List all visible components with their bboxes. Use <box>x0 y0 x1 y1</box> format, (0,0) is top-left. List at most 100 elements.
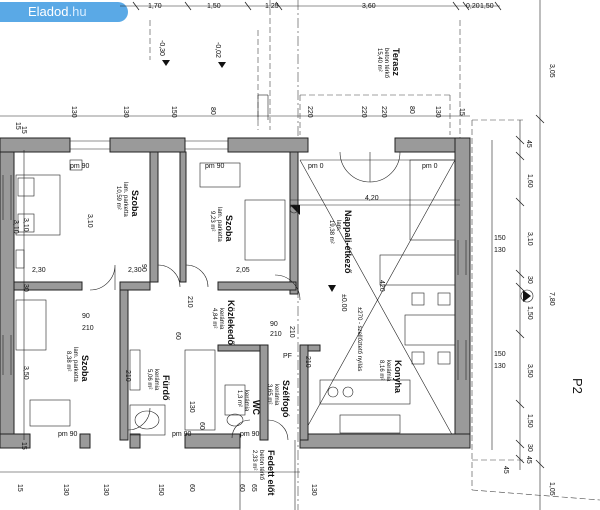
dim-tr2-3: 150 <box>170 106 177 118</box>
dim-tr2-5: 220 <box>306 106 313 118</box>
room-konyha: Konyha kerámia 8,16 m² <box>378 360 403 394</box>
room-nappali-material: lam. <box>335 220 341 232</box>
dim-i-2: 2,05 <box>236 267 250 274</box>
room-kozlekedo-material: kerámia <box>218 308 224 330</box>
room-fedett-area: 2,33 m² <box>251 450 257 470</box>
room-wc-name: WC <box>251 400 261 415</box>
dim-ri-6: 1,50 <box>526 414 533 428</box>
room-konyha-material: kerámia <box>385 360 391 382</box>
room-szoba-2: Szoba lam. parketta 9,23 m² <box>209 207 234 242</box>
top-dim-row2: 15 130 130 150 80 220 220 220 80 130 15 <box>14 106 465 130</box>
label-note: ±270 - szellőztető nyílás <box>356 307 362 371</box>
dim-ri-3: 30 <box>526 276 533 284</box>
dim-i-10: 210 <box>186 296 193 308</box>
label-pm90-b: pm 90 <box>205 163 225 170</box>
bottom-dims: 15 130 130 150 60 60 65 130 45 <box>16 466 509 496</box>
dim-l-2: 30 <box>22 284 29 292</box>
room-nappali-area: 19,38 m² <box>328 220 334 244</box>
terrace-roof-lines <box>257 94 269 120</box>
dim-i-15: 420 <box>378 280 385 292</box>
dim-tr2-2: 130 <box>122 106 129 118</box>
dim-top-6: 1,50 <box>480 3 494 10</box>
room-terasz-area: 15,40 m² <box>376 48 382 72</box>
dim-rr2-3: 130 <box>494 363 506 370</box>
room-szoba1-name: Szoba <box>130 190 140 217</box>
dim-top-2: 1,50 <box>207 3 221 10</box>
room-furdo-material: kerámia <box>153 369 159 391</box>
dim-top-4: 3,60 <box>362 3 376 10</box>
label-level: ±0.00 <box>340 294 347 312</box>
dim-i-9: 2,30 <box>128 267 142 274</box>
dim-tr2-10: 15 <box>458 108 465 116</box>
dim-ri-7: 30 <box>526 444 533 452</box>
dim-i-18: 90 <box>140 264 147 272</box>
dim-i-0: 3,10 <box>86 214 93 228</box>
room-terasz-name: Terasz <box>391 48 401 76</box>
room-kozlekedo: Közlekedő kerámia 4,84 m² <box>211 300 236 346</box>
label-level-1: -0,30 <box>158 40 165 56</box>
interior-walls <box>13 151 321 441</box>
dim-i-13: 130 <box>188 401 195 413</box>
label-pm90-a: pm 90 <box>70 163 90 170</box>
room-szoba3-material: lam. parketta <box>72 347 78 382</box>
dim-l-1: 3,10 <box>22 218 29 232</box>
dim-i-5: 90 <box>270 321 278 328</box>
dim-ri-1: 1,60 <box>526 174 533 188</box>
dim-tr2-9: 130 <box>434 106 441 118</box>
room-szoba2-material: lam. parketta <box>216 207 222 242</box>
room-konyha-area: 8,16 m² <box>378 360 384 380</box>
top-dimension-chain <box>0 1 502 117</box>
dim-i-14: 210 <box>288 326 295 338</box>
label-pm90-e: pm 90 <box>240 431 260 438</box>
dim-rr2-1: 130 <box>494 247 506 254</box>
dim-b-3: 150 <box>157 484 164 496</box>
room-szoba-3: Szoba lam. parketta 8,38 m² <box>65 347 90 382</box>
right-inner-dims: 45 1,60 3,10 30 1,50 3,50 1,50 30 45 <box>525 140 533 464</box>
exterior-walls <box>0 137 471 449</box>
dim-tr2-6: 220 <box>360 106 367 118</box>
room-fedett-name: Fedett előt <box>266 450 276 496</box>
label-pm90-d: pm 90 <box>172 431 192 438</box>
room-szoba3-name: Szoba <box>80 355 90 382</box>
dim-i-3: 90 <box>82 313 90 320</box>
dim-ri-0: 45 <box>525 140 532 148</box>
dim-b-5: 60 <box>238 484 245 492</box>
dim-top-3: 1,25 <box>265 3 279 10</box>
room-szoba2-name: Szoba <box>224 215 234 242</box>
label-p2: P2 <box>570 378 585 394</box>
room-szelfogo: Szélfogó kerámia 3,65 m² <box>266 380 291 418</box>
left-dims: 15 3,10 30 3,50 15 <box>20 126 29 450</box>
dim-b-6: 65 <box>250 484 257 492</box>
room-fedett-eloter: Fedett előt beton térkő 2,33 m² <box>251 450 276 496</box>
label-pf: PF <box>283 353 292 360</box>
room-szelfogo-material: kerámia <box>273 384 279 406</box>
dim-right-outer-1: 7,80 <box>548 292 555 306</box>
doors <box>89 151 401 441</box>
room-terasz-material: beton térkő <box>383 48 389 79</box>
dim-right-outer-2: 1,05 <box>548 482 555 496</box>
room-furdo: Fürdő kerámia 5,06 m² <box>146 369 171 401</box>
room-fedett-material: beton térkő <box>258 450 264 481</box>
bottom-dimension-chain <box>0 440 300 510</box>
room-nappali: Nappali-étkező lam. 19,38 m² <box>328 210 353 274</box>
dim-top-1: 1,70 <box>148 3 162 10</box>
dim-i-8: 3,10 <box>12 220 19 234</box>
dim-l-4: 15 <box>20 442 27 450</box>
dim-b-7: 130 <box>310 484 317 496</box>
dim-l-0: 15 <box>20 126 27 134</box>
room-szoba3-area: 8,38 m² <box>65 351 71 371</box>
room-szoba2-area: 9,23 m² <box>209 211 215 231</box>
room-terasz: Terasz beton térkő 15,40 m² <box>376 48 401 79</box>
inner-dims: 3,10 2,30 2,05 90 210 90 210 4,20 3,10 2… <box>12 195 385 430</box>
dim-tr2-1: 130 <box>70 106 77 118</box>
dim-ri-8: 45 <box>525 456 532 464</box>
right-dimension-chain <box>491 0 545 510</box>
room-konyha-name: Konyha <box>393 360 403 394</box>
dim-b-2: 130 <box>102 484 109 496</box>
room-nappali-name: Nappali-étkező <box>343 210 353 274</box>
dim-i-12: 210 <box>124 370 131 382</box>
room-wc: WC kerámia 1,3 m² <box>236 390 261 415</box>
label-level-2: -0,02 <box>214 42 221 58</box>
eladod-watermark[interactable]: Eladod.hu <box>0 2 128 22</box>
